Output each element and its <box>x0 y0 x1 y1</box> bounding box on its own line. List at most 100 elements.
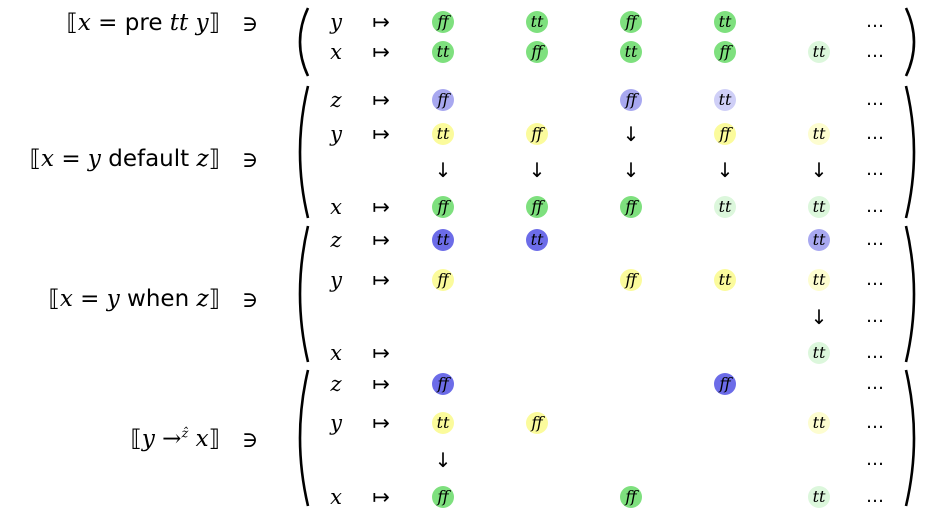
value-cell-ff: ff <box>714 41 736 63</box>
value-cell-ff: ff <box>526 412 548 434</box>
mapsto-symbol: ↦ <box>372 10 390 34</box>
right-paren <box>904 225 916 363</box>
variable-name: x <box>330 485 342 509</box>
value-cell-tt: tt <box>714 269 736 291</box>
right-paren <box>904 85 916 219</box>
mapsto-symbol: ↦ <box>372 485 390 509</box>
value-cell-ff: ff <box>620 11 642 33</box>
variable-name: z <box>330 228 342 252</box>
equation-label-when: ⟦x = y when z⟧ <box>48 286 220 312</box>
value-cell-ff: ff <box>620 89 642 111</box>
value-cell-tt: tt <box>432 412 454 434</box>
value-cell-tt: tt <box>526 229 548 251</box>
value-cell-ff: ff <box>432 373 454 395</box>
ellipsis: … <box>866 89 884 110</box>
value-cell-tt: tt <box>808 123 830 145</box>
left-paren <box>298 7 310 77</box>
stream-row-x: x ↦ tt … <box>0 341 928 365</box>
down-arrow-icon: ↓ <box>622 122 640 146</box>
down-arrow-icon: ↓ <box>528 158 546 182</box>
mapsto-symbol: ↦ <box>372 88 390 112</box>
ellipsis: … <box>866 159 884 180</box>
value-cell-tt: tt <box>808 229 830 251</box>
value-cell-tt: tt <box>432 229 454 251</box>
variable-name: x <box>330 341 342 365</box>
down-arrow-icon: ↓ <box>622 158 640 182</box>
equation-label-default: ⟦x = y default z⟧ <box>29 146 220 172</box>
ellipsis: … <box>866 269 884 290</box>
variable-name: z <box>330 372 342 396</box>
value-cell-tt: tt <box>808 486 830 508</box>
value-cell-tt: tt <box>526 11 548 33</box>
value-cell-ff: ff <box>526 123 548 145</box>
stream-row-y: y ↦ tt ff ff tt ↓ … <box>0 122 928 146</box>
value-cell-ff: ff <box>620 486 642 508</box>
ellipsis: … <box>866 412 884 433</box>
contains-symbol: ∋ <box>242 428 259 453</box>
value-cell-ff: ff <box>714 123 736 145</box>
ellipsis: … <box>866 486 884 507</box>
value-cell-ff: ff <box>432 269 454 291</box>
value-cell-tt: tt <box>808 342 830 364</box>
ellipsis: … <box>866 449 884 470</box>
value-cell-tt: tt <box>432 123 454 145</box>
down-arrow-icon: ↓ <box>434 448 452 472</box>
ellipsis: … <box>866 41 884 62</box>
down-arrow-icon: ↓ <box>716 158 734 182</box>
mapsto-symbol: ↦ <box>372 411 390 435</box>
value-cell-ff: ff <box>432 89 454 111</box>
value-cell-tt: tt <box>714 196 736 218</box>
left-paren <box>298 225 310 363</box>
stream-row-y: y ↦ tt ff tt … <box>0 411 928 435</box>
value-cell-ff: ff <box>526 196 548 218</box>
value-cell-tt: tt <box>432 41 454 63</box>
value-cell-tt: tt <box>808 41 830 63</box>
variable-name: y <box>330 268 342 292</box>
ellipsis: … <box>866 196 884 217</box>
down-arrow-icon: ↓ <box>434 158 452 182</box>
mapsto-symbol: ↦ <box>372 40 390 64</box>
ellipsis: … <box>866 306 884 327</box>
ellipsis: … <box>866 229 884 250</box>
variable-name: z <box>330 88 342 112</box>
value-cell-tt: tt <box>808 412 830 434</box>
mapsto-symbol: ↦ <box>372 195 390 219</box>
down-arrow-icon: ↓ <box>810 305 828 329</box>
contains-symbol: ∋ <box>242 12 259 37</box>
variable-name: y <box>330 411 342 435</box>
value-cell-ff: ff <box>714 373 736 395</box>
variable-name: y <box>330 10 342 34</box>
variable-name: y <box>330 122 342 146</box>
stream-row-arrows: ↓… <box>0 305 928 329</box>
stream-row-z: z ↦ tt tt tt … <box>0 228 928 252</box>
value-cell-tt: tt <box>714 11 736 33</box>
right-paren <box>904 7 916 77</box>
value-cell-ff: ff <box>432 486 454 508</box>
equation-label-pre: ⟦x = pre tt y⟧ <box>66 10 221 36</box>
mapsto-symbol: ↦ <box>372 122 390 146</box>
mapsto-symbol: ↦ <box>372 341 390 365</box>
variable-name: x <box>330 195 342 219</box>
value-cell-ff: ff <box>432 11 454 33</box>
value-cell-tt: tt <box>808 269 830 291</box>
value-cell-tt: tt <box>620 41 642 63</box>
variable-name: x <box>330 40 342 64</box>
mapsto-symbol: ↦ <box>372 228 390 252</box>
mapsto-symbol: ↦ <box>372 372 390 396</box>
mapsto-symbol: ↦ <box>372 268 390 292</box>
value-cell-ff: ff <box>432 196 454 218</box>
stream-row-arrows: ↓ ↓ ↓ ↓ ↓ … <box>0 158 928 182</box>
contains-symbol: ∋ <box>242 148 259 173</box>
equation-label-sample: ⟦y →ẑ x⟧ <box>130 426 220 452</box>
contains-symbol: ∋ <box>242 288 259 313</box>
ellipsis: … <box>866 342 884 363</box>
value-cell-tt: tt <box>808 196 830 218</box>
down-arrow-icon: ↓ <box>810 158 828 182</box>
left-paren <box>298 369 310 507</box>
ellipsis: … <box>866 123 884 144</box>
